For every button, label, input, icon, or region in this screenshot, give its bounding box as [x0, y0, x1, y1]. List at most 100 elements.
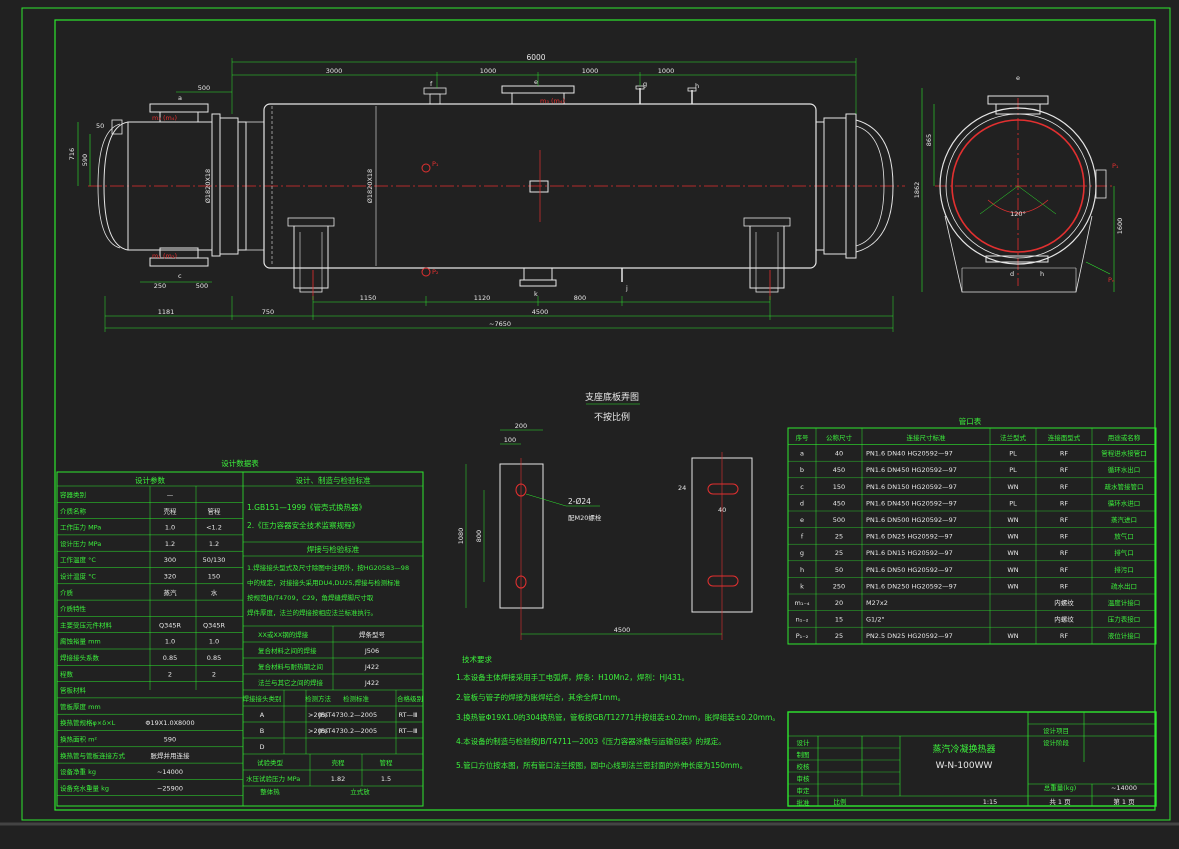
nozzle-cell: a	[800, 450, 804, 458]
nozzle-cell: G1/2"	[866, 616, 885, 624]
tb-scale-label: 比例	[834, 797, 847, 806]
nozzle-cell: WN	[1007, 566, 1018, 574]
nozzle-cell: WN	[1007, 582, 1018, 590]
dim-1862: 1862	[913, 182, 921, 199]
nozzle-cell: M27x2	[866, 599, 888, 607]
nozzle-m-bottom: m₁ (m₂)	[152, 252, 177, 260]
nozzle-cell: PN1.6 DN450 HG20592—97	[866, 499, 957, 507]
nozzle-cell: 循环水出口	[1108, 465, 1141, 474]
nozzle-header: 公称尺寸	[826, 433, 853, 442]
nozzle-cell: 疏水管接管口	[1105, 482, 1144, 491]
design-row-tube: 1.0	[209, 638, 219, 646]
nozzle-a: a	[178, 94, 182, 102]
dim-50: 50	[96, 122, 104, 130]
nozzle-cell: RF	[1060, 566, 1069, 574]
tech-item-1: 1.本设备主体焊接采用手工电弧焊，焊条：H10Mn2，焊剂：HJ431。	[456, 672, 689, 682]
design-row-label: 设计温度 °C	[60, 572, 96, 581]
tb-scale: 1:15	[983, 798, 998, 806]
weld-note-1: 1.焊接接头型式及尺寸除图中注明外，按HG20583—98	[247, 563, 409, 572]
nozzle-cell: PL	[1009, 499, 1017, 507]
shell-diameter: Ø1820X18	[366, 169, 374, 203]
design-row-tube: 2	[212, 670, 216, 678]
nozzle-cell: RF	[1060, 533, 1069, 541]
ndt-header: 合格级别	[397, 694, 423, 703]
design-row-label: 腐蚀裕量 mm	[60, 637, 101, 646]
nozzle-cell: PN1.6 DN150 HG20592—97	[866, 483, 957, 491]
nozzle-cell: 蒸汽进口	[1111, 515, 1137, 524]
design-row-tube: 水	[211, 588, 218, 597]
nozzle-cell: WN	[1007, 533, 1018, 541]
nozzle-cell: PN2.5 DN25 HG20592—97	[866, 632, 953, 640]
foot-b: 立式放	[350, 787, 370, 796]
design-row-label: 介质	[60, 588, 74, 597]
ndt-level: RT—Ⅲ	[399, 727, 418, 735]
nozzle-g: g	[643, 80, 647, 88]
ndt-method: >20%	[308, 711, 328, 719]
head-diameter: Ø1820X18	[204, 169, 212, 203]
design-row-tube: 管程	[208, 506, 222, 515]
std-1: 1.GB151—1999《管壳式换热器》	[247, 502, 366, 512]
nozzle-cell: 250	[833, 582, 845, 590]
tech-item-2: 2.管板与管子的焊接为胀焊结合，其余全焊1mm。	[456, 692, 625, 702]
slot-w: 40	[718, 506, 726, 514]
dim-1120: 1120	[474, 294, 491, 302]
nozzle-header: 连接尺寸标准	[907, 433, 947, 442]
design-row-label: 换热管与管板连接方式	[60, 751, 126, 760]
main-elevation-view: 6000 3000 1000 1000 1000 500 716 590 50 …	[68, 53, 905, 332]
nozzle-cell: h	[800, 566, 804, 574]
nozzle-cell: PN1.6 DN450 HG20592—97	[866, 466, 957, 474]
design-data-table: 设计数据表 设计参数 设计、制造与检验标准 容器类别—介质名称壳程管程工作压力 …	[56, 458, 424, 807]
tb-role: 审定	[797, 786, 811, 795]
design-row-shell: 胀焊并用连接	[151, 751, 191, 760]
design-row-tube: 150	[208, 573, 220, 581]
nozzle-cell: 液位计接口	[1108, 631, 1141, 640]
slot-h: 24	[678, 484, 686, 492]
outer-frame	[21, 7, 1171, 821]
design-row-shell: ~14000	[157, 768, 183, 776]
plate-h1080: 1080	[457, 528, 465, 545]
nozzle-table-title: 管口表	[959, 416, 982, 426]
design-hdr-right: 设计、制造与检验标准	[296, 475, 371, 485]
plate-w200: 200	[515, 422, 527, 430]
design-row-label: 换热管规格φ×δ×L	[60, 718, 116, 727]
left-saddle	[287, 217, 335, 293]
ndt-level: RT—Ⅲ	[399, 711, 418, 719]
nozzle-cell: P₁₋₂	[796, 632, 809, 640]
nozzle-cell: RF	[1060, 632, 1069, 640]
tech-item-3: 3.换热管Φ19X1.0的304换热管，管板按GB/T12771并按组装±0.2…	[456, 712, 780, 722]
nozzle-cell: g	[800, 549, 804, 557]
support-plate-detail: 支座底板弄图 不按比例 200 100 1080 800 2-Ø24 配M20螺…	[457, 391, 753, 640]
test-label: 水压试验压力 MPa	[246, 774, 300, 783]
dim-590: 590	[81, 154, 89, 166]
right-saddle	[743, 217, 791, 293]
tb-weight: ~14000	[1111, 784, 1137, 792]
design-row-tube: 0.85	[207, 654, 221, 662]
nozzle-cell: 放气口	[1114, 532, 1134, 541]
tb-role: 批准	[797, 798, 811, 807]
design-row-shell: 蒸汽	[164, 588, 178, 597]
ndt-method: >20%	[308, 727, 328, 735]
nozzle-cell: 15	[835, 616, 843, 624]
design-row-label: 管板材料	[60, 686, 87, 695]
design-row-label: 换热面积 m²	[60, 735, 97, 744]
nozzle-m-top: m₃ (m₄)	[152, 114, 177, 122]
ndt-class: A	[260, 711, 265, 719]
tb-role: 制图	[797, 750, 810, 759]
nozzle-k: k	[534, 290, 538, 298]
design-row-label: 设备充水重量 kg	[60, 783, 109, 792]
dim-4500: 4500	[532, 308, 549, 316]
ndt-class: B	[260, 727, 264, 735]
nozzle-cell: 25	[835, 632, 843, 640]
nozzle-cell: PN1.6 DN15 HG20592—97	[866, 549, 953, 557]
weld-title: 焊接与检验标准	[307, 544, 360, 554]
nozzle-cell: WN	[1007, 516, 1018, 524]
nozzle-cell: f	[801, 533, 804, 541]
dim-overall-top: 6000	[526, 53, 545, 62]
nozzle-cell: e	[800, 516, 804, 524]
design-row-shell: 1.0	[165, 638, 175, 646]
nozzle-header: 法兰型式	[1000, 433, 1027, 442]
